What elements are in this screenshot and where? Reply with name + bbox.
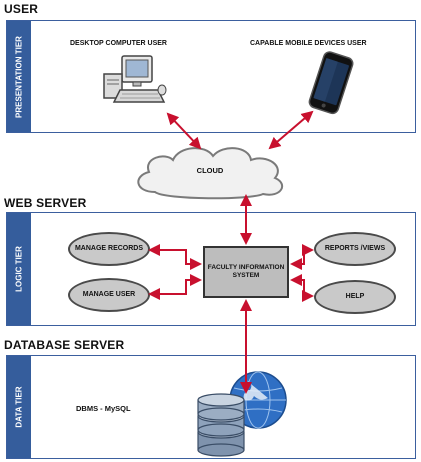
manage-records-node: MANAGE RECORDS [68,232,150,266]
arrow-user-fis [148,274,202,300]
desktop-user-label: DESKTOP COMPUTER USER [70,40,167,47]
arrow-records-fis [148,244,202,270]
database-globe-icon [197,371,287,457]
arrow-fis-help [290,274,314,302]
presentation-tier-band: PRESENTATION TIER [7,21,31,132]
cloud-shape [137,147,284,200]
help-node: HELP [314,280,396,314]
section-title-user: USER [4,2,39,16]
manage-user-node: MANAGE USER [68,278,150,312]
arrow-mobile-cloud [268,110,314,150]
data-tier-band: DATA TIER [7,356,31,458]
mobile-user-label: CAPABLE MOBILE DEVICES USER [250,40,367,47]
section-title-database-server: DATABASE SERVER [4,338,125,352]
section-title-web-server: WEB SERVER [4,196,87,210]
cloud-label: CLOUD [196,166,224,175]
mobile-device-icon [308,51,354,115]
logic-tier-band: LOGIC TIER [7,213,31,325]
presentation-tier-box: PRESENTATION TIER [6,20,416,133]
reports-views-node: REPORTS /VIEWS [314,232,396,266]
desktop-computer-icon [103,55,167,103]
arrow-fis-reports [290,244,314,270]
arrow-desktop-cloud [166,112,202,150]
faculty-information-system-node: FACULTY INFORMATION SYSTEM [203,246,289,298]
dbms-label: DBMS - MySQL [76,404,131,413]
